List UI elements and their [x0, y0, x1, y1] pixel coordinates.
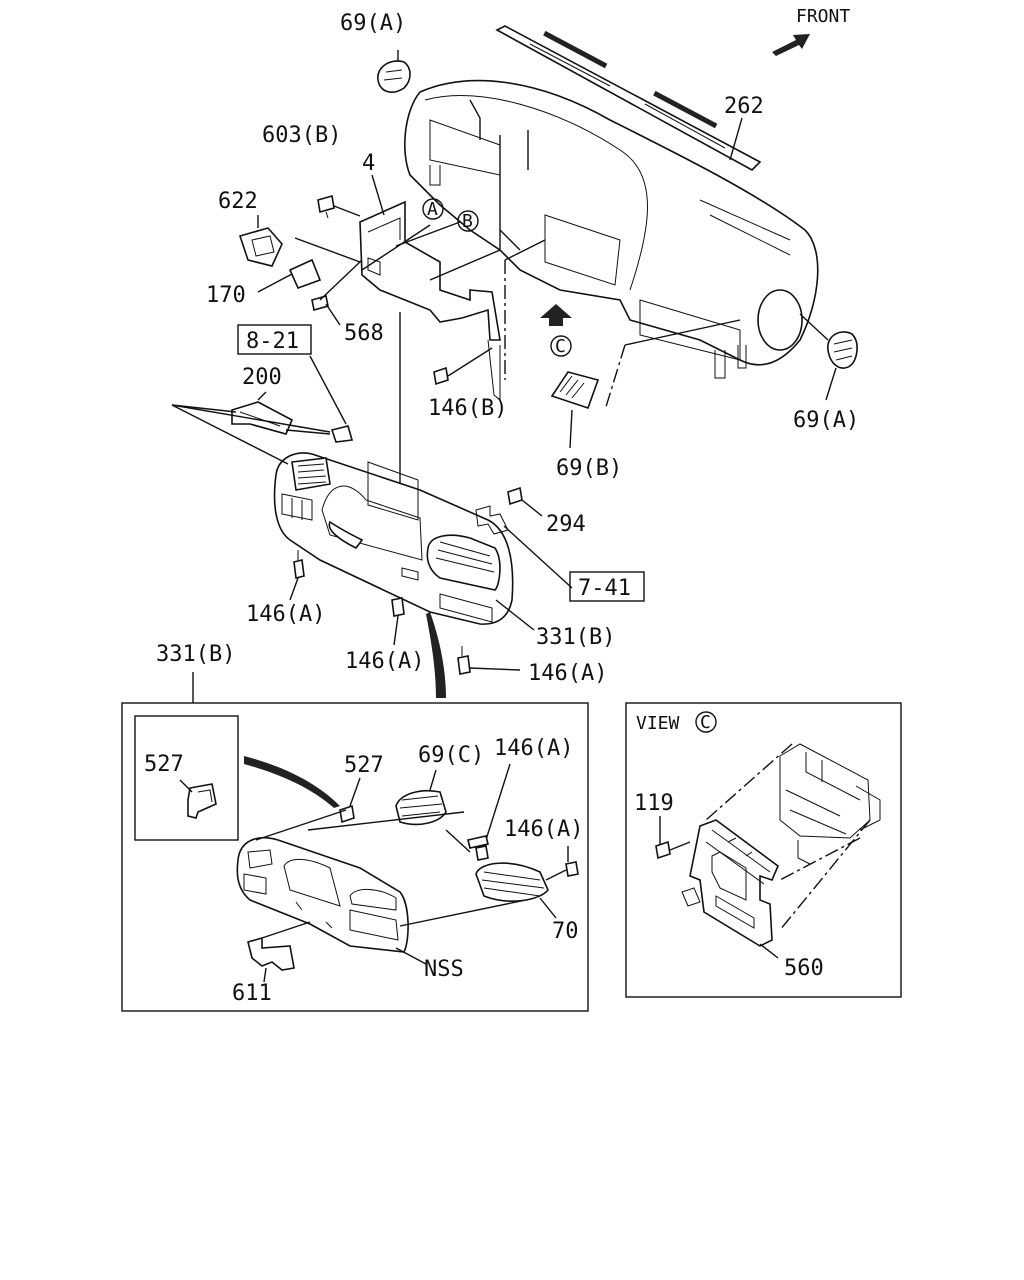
part-70-vent	[475, 862, 557, 919]
label-622: 622	[218, 189, 258, 214]
screw-146a-lower	[457, 646, 521, 675]
side-vent-left	[377, 60, 411, 93]
inset-wedge	[244, 756, 340, 808]
instrument-panel	[404, 79, 819, 379]
screw-146a-mid	[391, 597, 405, 646]
part-170-plug	[288, 258, 322, 290]
screw-146a-box1	[445, 763, 511, 861]
view-marker: C	[700, 712, 711, 733]
label-560: 560	[784, 956, 824, 981]
label-146b: 146(B)	[428, 396, 507, 421]
svg-text:B: B	[462, 211, 473, 232]
ref-box-8-21: 8-21	[237, 324, 312, 355]
view-c-box: VIEW C 119 560	[625, 702, 902, 998]
front-label: FRONT	[796, 6, 850, 27]
screw-146a-box2	[545, 846, 579, 881]
label-146a-lower: 146(A)	[528, 661, 607, 686]
label-nss: NSS	[424, 957, 464, 982]
ref-box-7-41: 7-41	[569, 571, 645, 602]
label-527-inset: 527	[144, 752, 184, 777]
label-294: 294	[546, 512, 586, 537]
leader-lines-top	[257, 50, 837, 600]
marker-a: A	[422, 198, 444, 220]
defroster-garnish	[495, 25, 762, 171]
front-indicator: FRONT	[772, 6, 850, 56]
label-69c: 69(C)	[418, 743, 484, 768]
marker-b: B	[457, 210, 479, 232]
svg-text:A: A	[427, 199, 438, 220]
label-527: 527	[344, 753, 384, 778]
screw-568	[311, 294, 329, 312]
part-294-bolt	[475, 486, 573, 589]
label-70: 70	[552, 919, 579, 944]
screw-146b	[433, 366, 449, 386]
part-611-bracket	[247, 921, 311, 983]
part-69c-vent	[395, 769, 447, 826]
label-611: 611	[232, 981, 272, 1006]
label-119: 119	[634, 791, 674, 816]
label-146a-box2: 146(A)	[504, 817, 583, 842]
label-200: 200	[242, 365, 282, 390]
label-146a-box1: 146(A)	[494, 736, 573, 761]
screw-146a-left	[289, 550, 305, 601]
part-622-cover	[238, 227, 283, 267]
view-title: VIEW	[636, 713, 680, 734]
label-69b: 69(B)	[556, 456, 622, 481]
variant-box-331b: 331(B) 527	[121, 642, 589, 1012]
view-c-bracket	[681, 819, 779, 947]
callout-wedge	[426, 612, 446, 698]
part-69b-switch	[550, 371, 600, 449]
inset-527: 527	[134, 715, 239, 841]
label-146a-left: 146(A)	[246, 602, 325, 627]
ref-8-21-label: 8-21	[246, 329, 299, 354]
part-527-label	[339, 777, 361, 824]
label-69a-right: 69(A)	[793, 408, 859, 433]
side-vent-right	[827, 331, 858, 369]
marker-c: C	[550, 335, 572, 357]
view-c-frame	[705, 743, 881, 931]
cluster-bezel	[171, 404, 514, 625]
part-200-sensor	[171, 355, 354, 443]
label-69a-top: 69(A)	[340, 11, 406, 36]
screw-603b	[317, 194, 335, 219]
label-603b: 603(B)	[262, 123, 341, 148]
label-331b-right: 331(B)	[536, 625, 615, 650]
screw-119	[655, 816, 691, 860]
view-c-arrow	[540, 304, 572, 326]
label-262: 262	[724, 94, 764, 119]
label-331b-box: 331(B)	[156, 642, 235, 667]
cluster-bezel-nss	[236, 809, 527, 965]
meter-bracket	[359, 200, 501, 402]
label-170: 170	[206, 283, 246, 308]
label-4: 4	[362, 151, 375, 176]
ref-7-41-label: 7-41	[578, 576, 631, 601]
svg-text:C: C	[555, 336, 566, 357]
label-146a-mid: 146(A)	[345, 649, 424, 674]
front-arrow-icon	[772, 34, 810, 56]
label-568: 568	[344, 321, 384, 346]
